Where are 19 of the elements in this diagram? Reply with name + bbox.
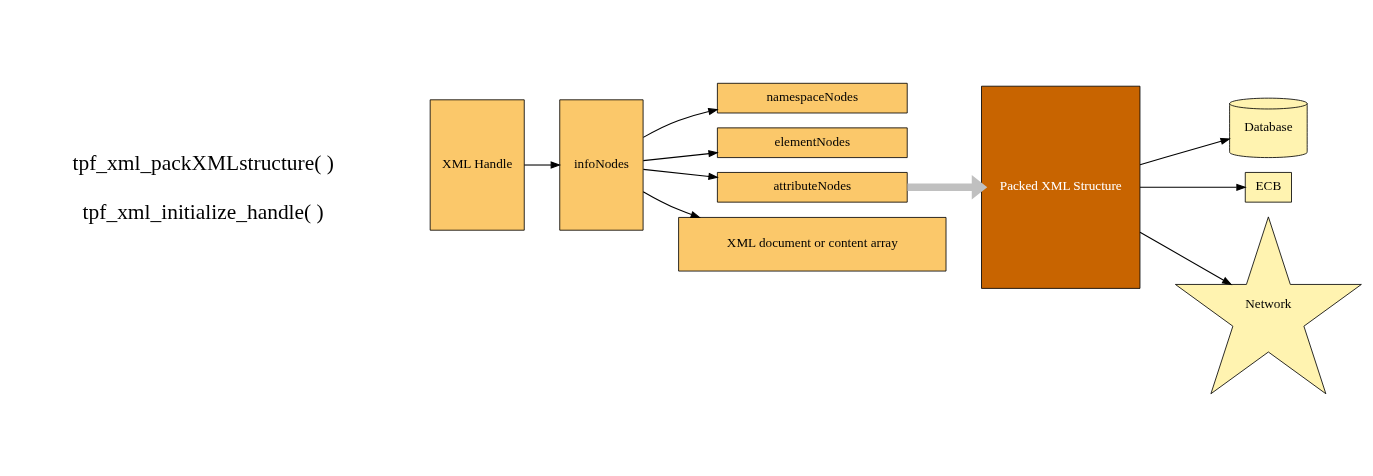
arrow [1139,231,1233,285]
arrow [1139,183,1247,191]
arrow [907,174,988,199]
node-box: Packed XML Structure [981,85,1141,289]
arrow [642,149,719,161]
node-box: elementNodes [716,126,908,158]
node-box: attributeNodes [716,171,908,203]
node-box: namespaceNodes [716,82,908,113]
node-box: infoNodes [559,98,644,231]
arrow [523,160,562,169]
node-box: XML document or content array [678,216,947,271]
node-box: XML Handle [429,98,525,231]
label: tpf_xml_packXMLstructure( ) [72,150,334,175]
arrow [642,107,719,138]
node-box: ECB [1244,171,1292,203]
arrow [642,190,701,218]
label: tpf_xml_initialize_handle( ) [82,199,324,224]
arrow [1139,137,1231,165]
arrow [642,168,719,180]
